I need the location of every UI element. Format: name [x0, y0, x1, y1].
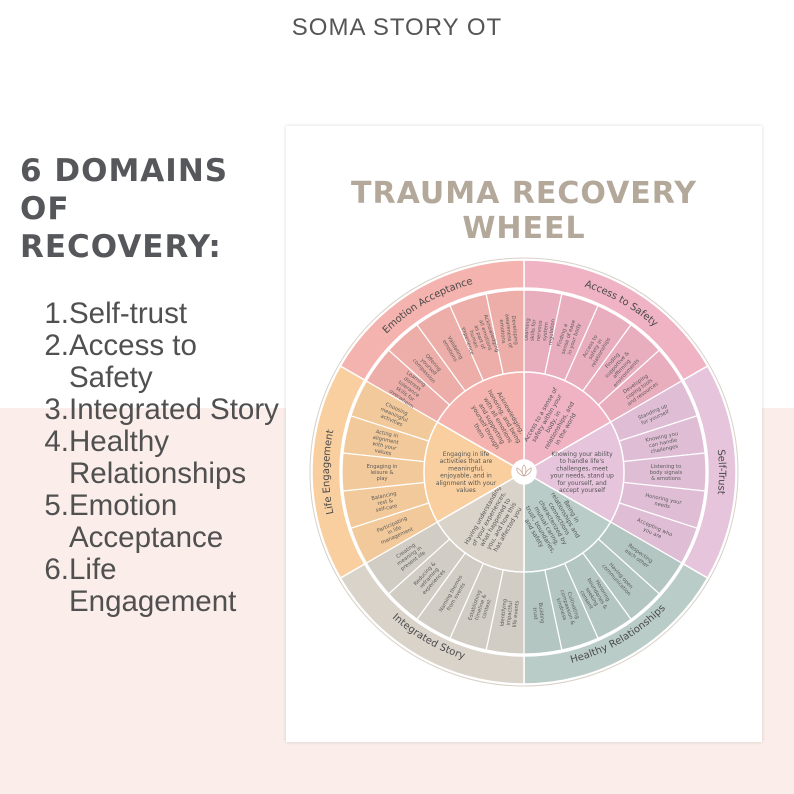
list-label: Emotion Acceptance — [69, 489, 224, 554]
domains-list-item: 4.Healthy Relationships — [33, 426, 279, 490]
domains-heading-line2: RECOVERY: — [20, 229, 222, 265]
domain-item-label: Acting inalignmentwith yourvalues — [370, 429, 401, 459]
domain-name-ring-segment — [339, 259, 525, 382]
list-label: Integrated Story — [69, 393, 279, 426]
domains-heading-line1: 6 DOMAINS OF — [20, 153, 229, 227]
domains-list-item: 6.Life Engagement — [33, 554, 279, 618]
list-number: 2. — [44, 329, 69, 362]
list-number: 6. — [44, 553, 69, 586]
brand-title: SOMA STORY OT — [291, 14, 503, 41]
domain-core-description: Having understandingof your experiences,… — [463, 485, 527, 561]
domain-item-label: Balancingrest &self-care — [371, 491, 400, 514]
list-label: Life Engagement — [69, 553, 237, 618]
list-number: 3. — [44, 393, 69, 426]
domains-list: 1.Self-trust 2.Access to Safety 3.Integr… — [33, 298, 279, 618]
domain-item-label: Developingawareness ofemotions — [497, 313, 519, 349]
domain-item-label: Learningskills fornervoussystemregulatio… — [523, 316, 556, 345]
domain-item-label: Identifyingimpactfullife events — [500, 599, 521, 628]
domains-list-item: 3.Integrated Story — [33, 394, 279, 426]
domain-core-description: Being inrelationships andconnectionschar… — [517, 487, 587, 558]
domains-list-item: 2.Access to Safety — [33, 330, 279, 394]
domains-list-item: 1.Self-trust — [33, 298, 279, 330]
list-number: 5. — [44, 489, 69, 522]
wheel-hub — [512, 460, 536, 484]
poster-title: TRAUMA RECOVERY WHEEL — [351, 176, 697, 246]
list-number: 4. — [44, 425, 69, 458]
lotus-icon — [516, 464, 532, 477]
domains-heading: 6 DOMAINS OF RECOVERY: — [20, 152, 280, 266]
domains-list-item: 5.Emotion Acceptance — [33, 490, 279, 554]
domain-item-label: Buildingtrust — [531, 602, 545, 624]
list-label: Access to Safety — [69, 329, 197, 394]
domain-name-label: Self-Trust — [715, 449, 727, 495]
list-number: 1. — [44, 297, 69, 330]
domain-name-label: Life Engagement — [321, 429, 336, 516]
list-label: Healthy Relationships — [69, 425, 247, 490]
list-label: Self-trust — [69, 297, 188, 330]
